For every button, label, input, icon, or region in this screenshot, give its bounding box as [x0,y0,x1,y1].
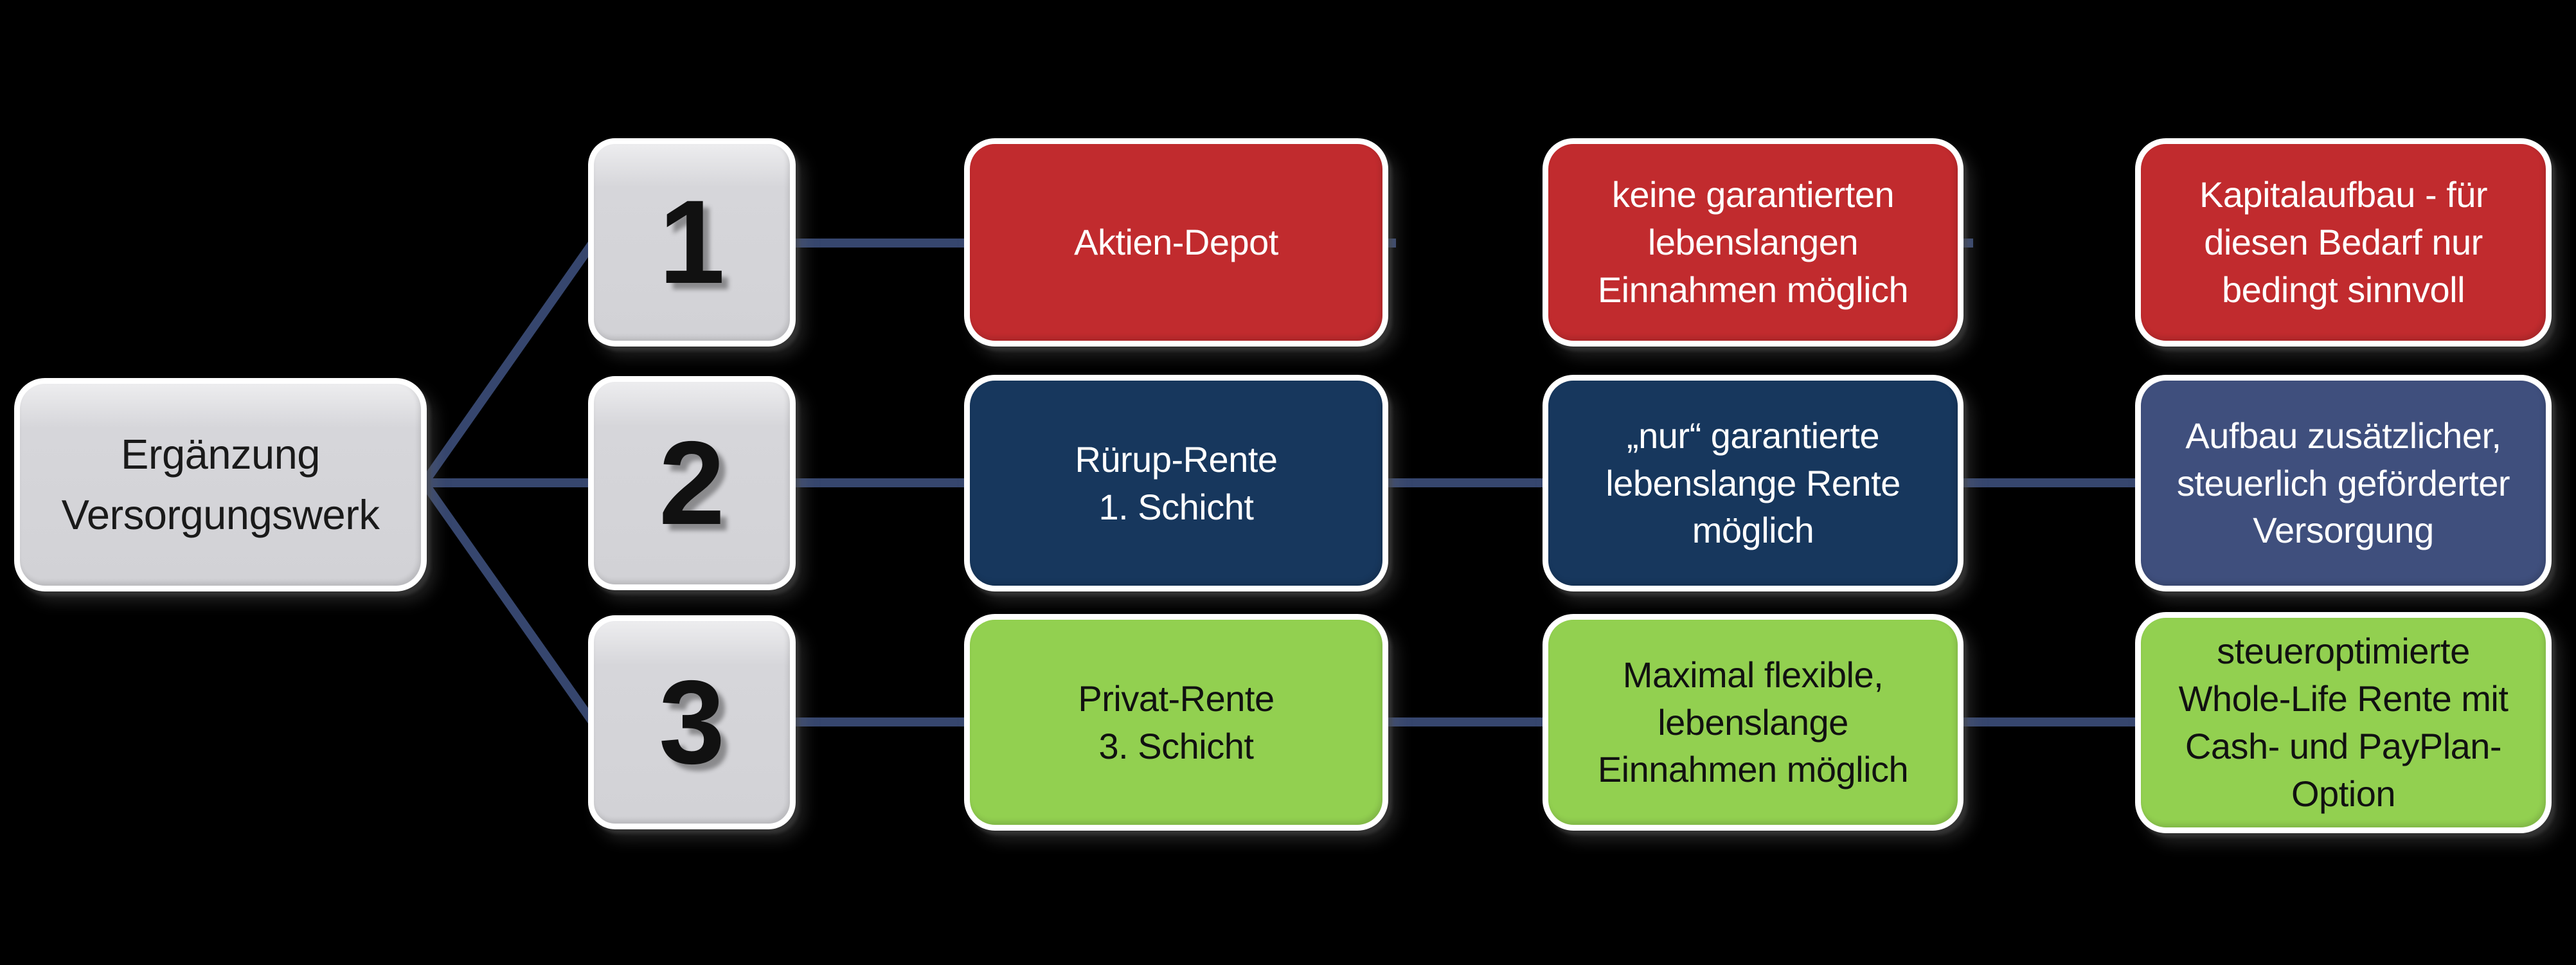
row2-assessment-label: Aufbau zusätzlicher, steuerlich geförder… [2176,415,2510,551]
root-box: Ergänzung Versorgungswerk [14,378,427,591]
row1-product-box: Aktien-Depot [964,138,1388,347]
row1-assessment-label: Kapitalaufbau - für diesen Bedarf nur be… [2199,174,2488,310]
step-1-badge: 1 [588,138,796,347]
row1-property-box: keine garantierten lebenslangen Einnahme… [1543,138,1963,347]
step-3-badge: 3 [588,615,796,829]
row2-assessment-box: Aufbau zusätzlicher, steuerlich geförder… [2135,375,2552,591]
row3-property-label: Maximal flexible, lebenslange Einnahmen … [1597,654,1909,790]
step-3-badge-label: 3 [659,656,725,789]
row3-assessment-box: steueroptimierte Whole-Life Rente mit Ca… [2135,612,2552,833]
step-2-badge: 2 [588,376,796,590]
row3-assessment-label: steueroptimierte Whole-Life Rente mit Ca… [2178,631,2509,814]
row1-property-label: keine garantierten lebenslangen Einnahme… [1597,174,1909,310]
row2-product-box: Rürup-Rente 1. Schicht [964,375,1388,591]
row1-product-label: Aktien-Depot [1074,222,1278,263]
row2-property-label: „nur“ garantierte lebenslange Rente mögl… [1606,415,1901,551]
root-box-label: Ergänzung Versorgungswerk [61,430,380,538]
row2-property-box: „nur“ garantierte lebenslange Rente mögl… [1543,375,1963,591]
row2-product-label: Rürup-Rente 1. Schicht [1075,438,1278,527]
step-2-badge-label: 2 [659,417,725,550]
row3-product-label: Privat-Rente 3. Schicht [1078,678,1275,766]
row3-product-box: Privat-Rente 3. Schicht [964,614,1388,831]
step-1-badge-label: 1 [659,176,725,309]
row1-assessment-box: Kapitalaufbau - für diesen Bedarf nur be… [2135,138,2552,347]
row3-property-box: Maximal flexible, lebenslange Einnahmen … [1543,614,1963,831]
